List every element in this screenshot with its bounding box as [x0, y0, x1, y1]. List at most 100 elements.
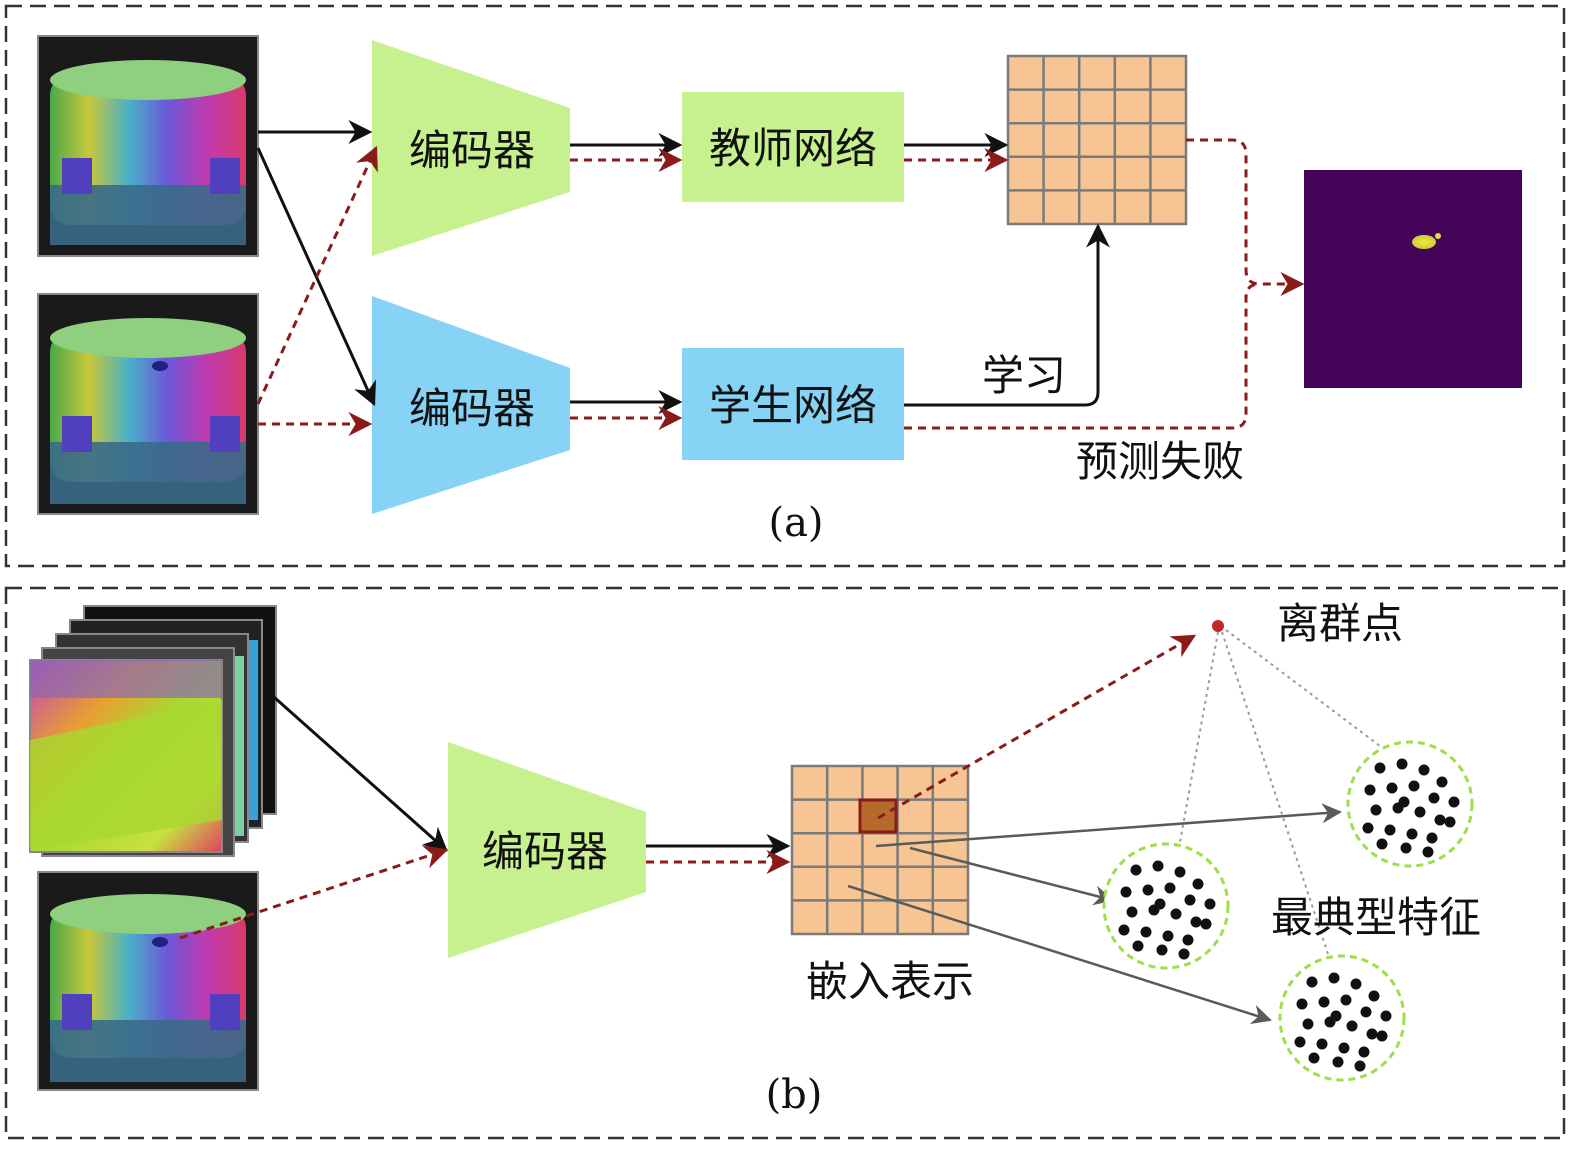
anomaly-map — [1304, 170, 1522, 388]
cluster-dot — [1130, 864, 1142, 876]
cluster-dot — [1414, 806, 1426, 818]
encoder-b-label: 编码器 — [482, 827, 608, 876]
teacher-network-label: 教师网络 — [709, 124, 877, 173]
cluster-dot — [1164, 882, 1176, 894]
cluster-dot — [1368, 990, 1380, 1002]
cluster-dot — [1154, 898, 1166, 910]
cluster-dot — [1178, 948, 1190, 960]
panel-a-caption: (a) — [768, 500, 823, 546]
cluster-dot — [1350, 978, 1362, 990]
cluster-dot — [1358, 1046, 1370, 1058]
typical-feature-cluster-right — [1346, 740, 1474, 868]
cluster-dot — [1306, 976, 1318, 988]
arrows-panel-a — [256, 120, 1305, 436]
cluster-dot — [1156, 944, 1168, 956]
cluster-dot — [1436, 776, 1448, 788]
anomaly-spot — [1412, 235, 1436, 249]
cluster-dot — [1182, 934, 1194, 946]
cluster-dot — [1366, 1028, 1378, 1040]
typical-feature-cluster-bottom — [1278, 954, 1406, 1082]
cluster-dot — [1200, 918, 1212, 930]
cluster-dot — [1426, 832, 1438, 844]
cluster-dot — [1152, 860, 1164, 872]
cluster-dot — [1338, 1042, 1350, 1054]
cluster-dot — [1140, 926, 1152, 938]
embedding-grid — [790, 764, 970, 936]
outlier-links — [1179, 629, 1381, 961]
encoder-bottom — [372, 296, 570, 514]
cluster-dot — [1448, 796, 1460, 808]
panel-a-border — [4, 4, 1566, 568]
cluster-dot — [1296, 998, 1308, 1010]
test-image — [37, 871, 259, 1091]
cluster-dot — [1302, 1018, 1314, 1030]
cluster-dot — [1380, 1010, 1392, 1022]
cluster-dot — [1120, 886, 1132, 898]
cluster-dot — [1396, 758, 1408, 770]
highlight-cell — [858, 798, 898, 834]
cluster-dot — [1408, 780, 1420, 792]
cluster-dot — [1400, 842, 1412, 854]
cluster-dot — [1332, 1056, 1344, 1068]
input-image-normal — [37, 35, 259, 257]
cluster-dot — [1434, 814, 1446, 826]
cluster-dot — [1364, 784, 1376, 796]
cluster-dot — [1362, 822, 1374, 834]
cluster-dot — [1192, 878, 1204, 890]
cluster-dot — [1316, 1038, 1328, 1050]
teacher-feature-grid — [1006, 54, 1188, 226]
cluster-dot — [1330, 1010, 1342, 1022]
cluster-dot — [1174, 866, 1186, 878]
cluster-dot — [1162, 930, 1174, 942]
arrows-panel-b — [179, 634, 1342, 1025]
cluster-dot — [1184, 894, 1196, 906]
teacher-network-box — [682, 92, 904, 202]
cluster-dot — [1190, 916, 1202, 928]
panel-b-border — [4, 586, 1566, 1140]
cluster-dot — [1428, 792, 1440, 804]
predict-fail-label: 预测失败 — [1076, 437, 1244, 486]
cluster-dot — [1328, 972, 1340, 984]
cluster-dot — [1376, 838, 1388, 850]
cluster-dot — [1386, 782, 1398, 794]
cluster-dot — [1370, 804, 1382, 816]
typical-feature-label: 最典型特征 — [1271, 893, 1481, 942]
cluster-dot — [1444, 816, 1456, 828]
typical-feature-cluster-left — [1102, 842, 1230, 970]
cluster-dot — [1204, 898, 1216, 910]
cluster-dot — [1376, 1030, 1388, 1042]
grid-background — [1006, 54, 1188, 226]
panel-b-caption: (b) — [766, 1072, 823, 1118]
encoder-b — [448, 742, 646, 958]
learn-label: 学习 — [982, 351, 1066, 400]
encoder-top — [372, 40, 570, 256]
cluster-dot — [1318, 996, 1330, 1008]
anomaly-spot-small — [1435, 233, 1441, 239]
cluster-dot — [1422, 846, 1434, 858]
cluster-dot — [1294, 1036, 1306, 1048]
cluster-dot — [1142, 884, 1154, 896]
student-network-label: 学生网络 — [709, 381, 877, 430]
cluster-dot — [1340, 994, 1352, 1006]
cluster-dot — [1346, 1020, 1358, 1032]
input-image-anomalous — [37, 293, 259, 515]
grid-background — [790, 764, 970, 936]
cluster-dot — [1118, 924, 1130, 936]
cluster-dot — [1170, 908, 1182, 920]
embedding-label: 嵌入表示 — [806, 957, 974, 1006]
cluster-dot — [1418, 764, 1430, 776]
outlier-point — [1212, 620, 1224, 632]
cluster-dot — [1132, 940, 1144, 952]
cluster-dot — [1360, 1006, 1372, 1018]
student-network-box — [682, 348, 904, 460]
cluster-dot — [1374, 762, 1386, 774]
training-image-stack — [29, 605, 277, 857]
cluster-dot — [1384, 824, 1396, 836]
cluster-dot — [1398, 796, 1410, 808]
encoder-top-label: 编码器 — [409, 126, 535, 175]
cluster-dot — [1406, 828, 1418, 840]
cluster-dot — [1126, 906, 1138, 918]
outlier-label: 离群点 — [1277, 599, 1403, 648]
cluster-dot — [1354, 1060, 1366, 1072]
